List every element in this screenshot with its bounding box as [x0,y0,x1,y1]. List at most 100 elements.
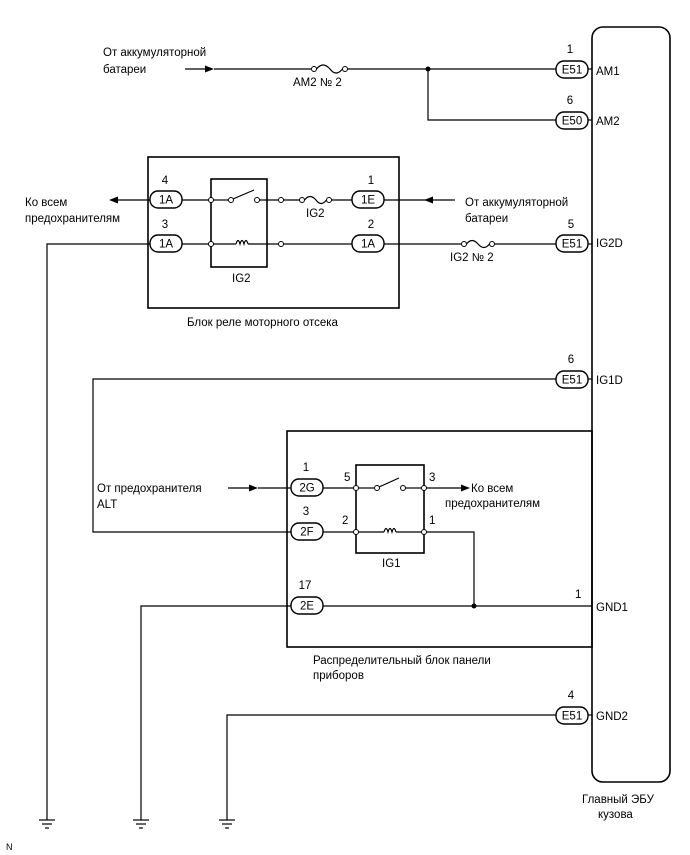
connector-1e-pin: 1 [368,175,374,187]
relay-ig2-coil-symbol [235,239,249,247]
wire-ground-2 [140,605,291,820]
connector-1a-right-pin: 2 [368,219,374,231]
relay-ig2-switch-blade [232,189,255,200]
ground-icon [39,819,55,829]
relay-ig2-coil-pin-right [278,241,284,247]
relay-ig1-pin1: 1 [429,515,435,527]
wire-ig1d-2f [92,378,556,533]
connector-1a-top-pin: 4 [162,175,169,187]
relay-ig1-contact-right [400,485,406,491]
relay-ig1-label: IG1 [382,558,401,570]
wire-gnd2-ground [226,714,556,820]
connector-2e-code: 2E [300,601,314,613]
relay-ig2-contact-right [254,197,260,203]
terminal-am2: AM2 [596,116,620,128]
relay-ig1-coil-symbol [383,527,397,535]
instrument-block-line2: приборов [313,670,364,682]
arrow-battery-right [424,196,433,204]
relay-ig1-pin-1-dot [421,529,427,535]
fuse-ig2-symbol [299,195,332,205]
connector-2f-pin: 3 [303,506,309,518]
ecu-label-line1: Главный ЭБУ [582,794,655,806]
battery-right-line1: От аккумуляторной [465,197,568,209]
fuse-ig2-inner-label: IG2 [306,208,325,220]
terminal-gnd1: GND1 [596,602,628,614]
relay-ig2-coil-pin-left [208,241,214,247]
engine-relay-block-box [147,156,400,309]
ground-icon [219,819,235,829]
connector-e51-am1-code: E51 [562,65,582,77]
all-fuses-left-line1: Ко всем [25,197,67,209]
relay-ig1-switch-blade [378,477,400,488]
engine-relay-block-label: Блок реле моторного отсека [187,317,339,329]
connector-e51-gnd2-pin: 4 [568,690,575,702]
gnd1-pin: 1 [575,589,581,601]
ecu-label-line2: кузова [598,809,633,821]
connector-2g-code: 2G [299,483,314,495]
relay-ig1-pin5: 5 [344,472,350,484]
connector-e51-gnd2-code: E51 [562,711,582,723]
terminal-gnd2: GND2 [596,711,628,723]
alt-fuse-line2: ALT [97,499,117,511]
connector-2e [290,596,324,615]
fuse-am2-label: AM2 № 2 [293,77,342,89]
connector-e51-ig1d-pin: 6 [568,354,574,366]
connector-2f-code: 2F [300,527,313,539]
relay-ig1-pin-5-dot [353,485,359,491]
connector-2g [290,478,324,497]
connector-e51-ig2d [555,234,589,253]
wire-ground-1 [46,243,150,820]
relay-ig1-pin3: 3 [429,472,435,484]
relay-ig1-pin-3-dot [421,485,427,491]
relay-ig1-pin-2-dot [353,529,359,535]
connector-2f [290,522,324,541]
connector-1a-top-code: 1A [159,195,173,207]
alt-arrow [249,484,258,492]
supply-arrow-top [205,65,214,73]
relay-ig2-contact-left [228,197,234,203]
alt-fuse-line1: От предохранителя [97,483,202,495]
fuse-am2-no2-symbol [311,64,348,74]
connector-e51-ig2d-code: E51 [562,239,582,251]
connector-1a-bottom-code: 1A [159,239,173,251]
relay-ig1-pin2: 2 [342,515,348,527]
connector-e51-ig2d-pin: 5 [568,219,574,231]
connector-e51-ig1d [555,370,589,389]
connector-2e-pin: 17 [299,580,312,592]
connector-e51-gnd2 [555,706,589,725]
instrument-block-line1: Распределительный блок панели [313,655,491,667]
terminal-ig1d: IG1D [596,375,623,387]
relay-ig2-label: IG2 [232,273,251,285]
battery-right-line2: батареи [465,213,508,225]
terminal-am1: AM1 [596,66,620,78]
connector-e50-am2 [555,111,589,130]
relay-ig1-box [355,464,425,554]
connector-e50-am2-pin: 6 [567,95,573,107]
terminal-ig2d: IG2D [596,238,623,250]
instrument-junction-block-box [286,430,593,648]
connector-e51-am1-pin: 1 [567,44,573,56]
connector-e51-ig1d-code: E51 [562,375,582,387]
relay-ig2-box [210,178,268,268]
connector-1a-bottom-pin: 3 [162,219,168,231]
battery-label-top-line2: батареи [103,64,146,76]
relay-ig2-pin-sw-right [278,197,284,203]
battery-label-top-line1: От аккумуляторной [103,47,206,59]
relay-ig1-contact-left [374,485,380,491]
arrow-to-all-fuses-left [109,196,118,204]
corner-mark: N [6,842,13,852]
all-fuses-right-line2: предохранителям [445,498,540,510]
junction-gnd1 [471,603,477,609]
all-fuses-right-line1: Ко всем [471,483,513,495]
connector-1e-code: 1E [361,195,375,207]
connector-e51-am1 [555,60,589,79]
connector-1a-right-code: 1A [361,239,375,251]
connector-2g-pin: 1 [303,462,309,474]
all-fuses-left-line2: предохранителям [25,213,120,225]
connector-e50-am2-code: E50 [562,116,582,128]
fuse-ig2-no2-label: IG2 № 2 [450,252,494,264]
fuse-ig2-no2-symbol [461,239,495,249]
body-ecu-box [591,26,671,783]
wire-coil-gnd1 [426,531,475,606]
